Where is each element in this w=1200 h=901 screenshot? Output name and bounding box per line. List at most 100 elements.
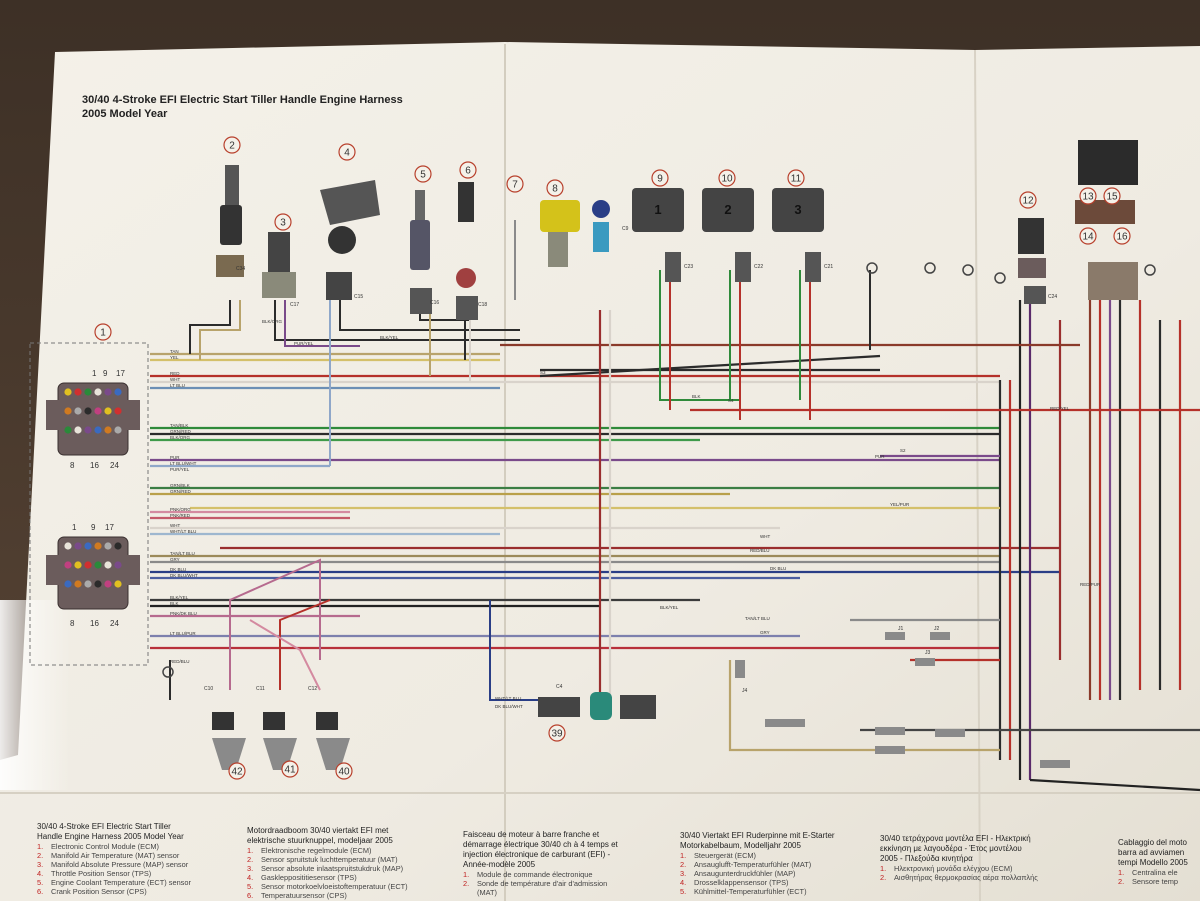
connector-pin <box>84 407 92 415</box>
mat-sensor <box>216 165 244 277</box>
wire-label: DK BLU <box>770 566 786 571</box>
connector-pin <box>74 407 82 415</box>
wire-label: RED/BLU <box>750 548 770 553</box>
legend-heading: démarrage électrique 30/40 ch à 4 temps … <box>463 840 618 849</box>
tps-sensor <box>320 180 380 300</box>
legend-item-text: Sensor motorkoelvloeistoftemperatuur (EC… <box>261 882 408 891</box>
legend-block: 30/40 Viertakt EFI Ruderpinne mit E-Star… <box>680 831 880 896</box>
legend-heading: Handle Engine Harness 2005 Model Year <box>37 832 184 841</box>
connector-pin <box>64 580 72 588</box>
callout-circle <box>1113 227 1131 245</box>
callout-circle <box>1079 187 1097 205</box>
legend-item: 1.Electronic Control Module (ECM) <box>37 842 237 851</box>
legend-item-text: Ansaugunterdruckfühler (MAP) <box>694 869 796 878</box>
legend-item-number: 3. <box>247 864 254 873</box>
connector-pin <box>94 580 102 588</box>
legend-item: 5.Engine Coolant Temperature (ECT) senso… <box>37 878 237 887</box>
wire-label: RED/YEL <box>1050 406 1070 411</box>
wire-label: BLK <box>692 394 701 399</box>
wire-label: LT BLU/PUR <box>170 631 196 636</box>
connector-label: C16 <box>430 300 439 306</box>
connector-label: C21 <box>824 264 833 270</box>
legend-item-number: 2. <box>37 851 44 860</box>
legend-item-number: 2. <box>463 879 470 888</box>
legend-item-text: Elektronische regelmodule (ECM) <box>261 846 372 855</box>
legend-item-text: Sonde de température d'air d'admission <box>477 879 608 888</box>
connector-pin <box>94 426 102 434</box>
fuel-injectors <box>212 712 350 770</box>
connector-pin <box>84 561 92 569</box>
wire-label: BLK <box>170 601 179 606</box>
connector-label: C22 <box>754 264 763 270</box>
callout-number: 5 <box>420 170 426 181</box>
wire-label: WHT <box>170 523 180 528</box>
legend-item: 1.Module de commande électronique <box>463 870 663 879</box>
legend-item-number: 5. <box>37 878 44 887</box>
callout-circle <box>718 169 736 187</box>
callout-number: 40 <box>338 767 350 778</box>
cps-sensor <box>456 182 478 320</box>
legend-heading: 30/40 Viertakt EFI Ruderpinne mit E-Star… <box>680 831 835 840</box>
legend-item: 2.Manifold Air Temperature (MAT) sensor <box>37 851 237 860</box>
legend-heading: 2005 - Πλεξούδα κινητήρα <box>880 854 973 863</box>
connector-pin <box>114 426 122 434</box>
connector-pin <box>104 407 112 415</box>
legend-heading: Motordraadboom 30/40 viertakt EFI met <box>247 826 389 835</box>
legend-heading: Faisceau de moteur à barre franche et <box>463 830 600 839</box>
connector-pin <box>94 542 102 550</box>
callout-number: 15 <box>1106 192 1118 203</box>
ground-terminals <box>162 262 1156 678</box>
connector-label: C12 <box>308 686 317 692</box>
legend-item-text: Sensor absolute inlaatspruitstukdruk (MA… <box>261 864 404 873</box>
legend-item-text: Sensore temp <box>1132 877 1179 886</box>
callout-circle <box>338 143 356 161</box>
pin-number: 16 <box>90 461 99 470</box>
callout-number: 8 <box>552 184 558 195</box>
legend-item: 4.Throttle Position Sensor (TPS) <box>37 869 237 878</box>
callout-number: 4 <box>344 148 350 159</box>
callout-circle <box>1103 187 1121 205</box>
legend-item: 5.Kühlmittel-Temperaturfühler (ECT) <box>680 887 880 896</box>
injector-leads <box>169 558 540 701</box>
legend-item-number: 5. <box>680 887 687 896</box>
connector-pin <box>114 388 122 396</box>
legend-item-text: Electronic Control Module (ECM) <box>51 842 160 851</box>
legend-item: 5.Sensor motorkoelvloeistoftemperatuur (… <box>247 882 447 891</box>
connector-label: C4 <box>556 684 563 690</box>
legend-item: 1. Elektronische regelmodule (ECM) <box>247 846 447 855</box>
connector-pin <box>64 542 72 550</box>
fuse-block <box>1075 140 1138 300</box>
wire-label: BLK/ORG <box>170 435 191 440</box>
callout-circle <box>274 213 292 231</box>
connector-pin <box>64 407 72 415</box>
pin-number: 24 <box>110 619 119 628</box>
legend-item: 3. Sensor absolute inlaatspruitstukdruk (… <box>247 864 447 873</box>
legend-item: 2. Sonde de température d'air d'admission <box>463 879 663 888</box>
pin-number: 8 <box>70 619 75 628</box>
callout-number: 3 <box>280 218 286 229</box>
legend-item-number: 1. <box>247 846 254 855</box>
pin-number: 1 <box>72 523 77 532</box>
connector-pin <box>94 561 102 569</box>
legend-item-text: Centralina ele <box>1132 868 1178 877</box>
legend-item-number: 1. <box>1118 868 1125 877</box>
legend-item-number: 4. <box>247 873 254 882</box>
connector-label: C23 <box>684 264 693 270</box>
legend-heading: injection électronique de carburant (EFI… <box>463 850 611 859</box>
wire-label: DK BLU <box>170 567 186 572</box>
connector-pin <box>74 542 82 550</box>
wire-label: S4 <box>728 398 734 403</box>
wire-label: S3 <box>540 370 546 375</box>
legend-item: 6.Crank Position Sensor (CPS) <box>37 887 237 896</box>
connector-label: C10 <box>204 686 213 692</box>
wire-label: PUR <box>170 455 180 460</box>
legend-item-text: Module de commande électronique <box>477 870 593 879</box>
legend-item-number: 4. <box>680 878 687 887</box>
wire-label: WHT <box>170 377 180 382</box>
legend-heading: tempi Modello 2005 <box>1118 858 1188 867</box>
connector-label: J3 <box>925 650 931 656</box>
legend-item: 3.Manifold Absolute Pressure (MAP) senso… <box>37 860 237 869</box>
connector-pin <box>114 561 122 569</box>
